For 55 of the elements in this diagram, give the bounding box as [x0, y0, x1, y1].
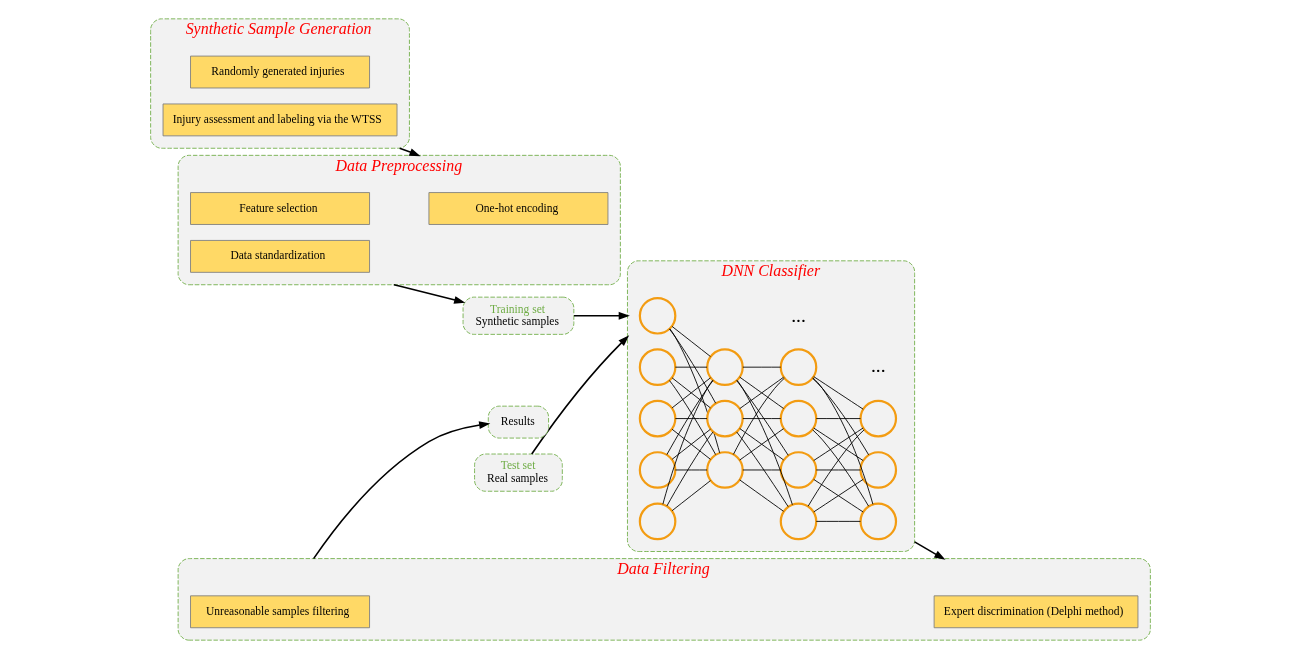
node-circle	[779, 451, 818, 489]
connector	[812, 377, 870, 456]
node-box: Injury assessment and labeling via the WTSS	[162, 103, 398, 137]
connector	[812, 377, 874, 505]
arrow	[573, 311, 630, 320]
connector	[674, 469, 708, 471]
node-circle	[779, 502, 818, 541]
connector	[666, 431, 714, 507]
connector	[739, 428, 785, 461]
node-box: Unreasonable samples filtering	[190, 595, 370, 629]
connector	[736, 431, 789, 508]
node-circle	[638, 451, 677, 489]
node-box: One-hot encoding	[428, 192, 609, 225]
node-circle	[859, 502, 898, 541]
connector	[671, 428, 711, 460]
arrow	[913, 541, 946, 560]
node-circle	[779, 399, 818, 438]
node-circle	[638, 502, 677, 541]
node-circle	[706, 451, 744, 489]
node-box: Results	[487, 405, 550, 439]
connector	[671, 480, 711, 512]
arrow	[530, 335, 630, 455]
node-circle	[638, 296, 677, 335]
connector	[674, 418, 708, 419]
node-circle	[706, 399, 744, 438]
connector	[736, 379, 793, 506]
arrow	[312, 421, 491, 560]
connector	[742, 418, 782, 419]
node-circle	[638, 399, 677, 438]
connector	[815, 418, 861, 419]
connector	[815, 520, 861, 522]
connector	[671, 325, 711, 357]
node-box: Randomly generated injuries	[190, 55, 370, 89]
node-circle	[706, 348, 744, 386]
node-box: Feature selection	[190, 192, 370, 225]
connector	[669, 328, 717, 404]
connector	[662, 379, 714, 505]
label: ...	[791, 305, 806, 327]
node-circle	[859, 451, 898, 489]
node-box: Training set Synthetic samples	[462, 296, 575, 335]
arrow	[393, 283, 466, 304]
label: ...	[870, 355, 886, 377]
node-box: Data standardization	[190, 240, 370, 273]
connector	[813, 376, 864, 410]
node-circle	[638, 348, 677, 386]
node-circle	[779, 348, 818, 386]
connector	[742, 469, 782, 471]
node-box: Expert discrimination (Delphi method)	[933, 595, 1139, 629]
connector	[815, 469, 861, 471]
node-circle	[859, 399, 898, 438]
connector	[739, 479, 785, 512]
connector	[671, 377, 711, 409]
node-box: Test set Real samples	[474, 453, 563, 492]
connector	[813, 478, 864, 513]
connector	[674, 366, 708, 368]
